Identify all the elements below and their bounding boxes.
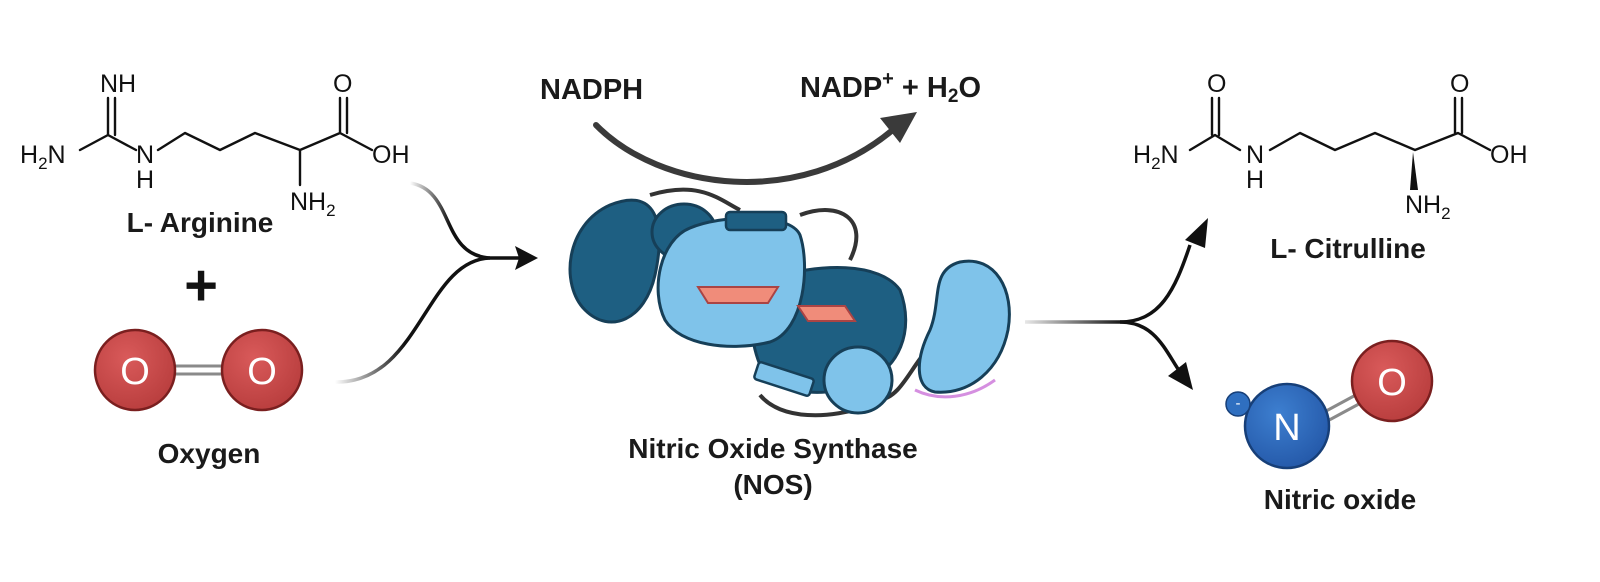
no-arrowhead <box>1168 362 1193 390</box>
oxygen-atom-2-label: O <box>247 351 277 393</box>
nadph-label: NADPH <box>540 74 643 106</box>
oxygen-molecule: O O <box>93 328 304 412</box>
nitric-oxide-label: Nitric oxide <box>1264 484 1416 515</box>
oxygen-input-arrow <box>334 256 491 384</box>
nos-heme-plate-2 <box>796 305 857 322</box>
citrulline-amine-h: H <box>1246 166 1264 194</box>
citrulline-urea-o: O <box>1207 70 1226 98</box>
citrulline-arrowhead <box>1185 218 1208 248</box>
arginine-structure: NH H2N N H NH2 O OH <box>20 70 410 220</box>
no-output-arrow <box>1119 320 1182 373</box>
oxygen-atom-1-label: O <box>120 351 150 393</box>
nos-light-domain-small <box>822 345 894 415</box>
no-charge-badge <box>1225 391 1251 417</box>
nos-linker-strands <box>649 187 961 418</box>
arginine-h2n: H2N <box>20 141 66 173</box>
nos-dark-domain-left <box>568 198 661 324</box>
nos-name-line2: (NOS) <box>733 469 812 500</box>
arginine-amine-h: H <box>136 166 154 194</box>
input-arrowhead <box>515 246 538 270</box>
nadp-label: NADP+ + H2O <box>800 68 981 107</box>
citrulline-nh2: NH2 <box>1405 191 1451 223</box>
citrulline-wedge-bond <box>1410 152 1418 190</box>
arginine-carbonyl-o: O <box>333 70 352 98</box>
plus-sign: + <box>184 253 218 318</box>
oxygen-atom-1 <box>93 328 177 412</box>
nos-name-line1: Nitric Oxide Synthase <box>628 433 917 464</box>
citrulline-bonds <box>1188 96 1492 152</box>
arginine-nh2: NH2 <box>290 188 336 220</box>
nos-tail-accent <box>914 378 996 399</box>
nitric-oxide-molecule: - O N <box>1225 339 1434 470</box>
arginine-label: L- Arginine <box>127 207 274 238</box>
nos-heme-plate-1 <box>696 286 780 304</box>
citrulline-h2n: H2N <box>1133 141 1179 173</box>
oxygen-label: Oxygen <box>158 438 261 469</box>
nos-light-rod <box>753 361 815 397</box>
citrulline-oh: OH <box>1490 141 1528 169</box>
no-nitrogen-label: N <box>1273 407 1300 449</box>
arginine-amine-n: N <box>136 141 154 169</box>
no-oxygen-atom <box>1350 339 1434 423</box>
arginine-input-arrow <box>409 181 525 260</box>
citrulline-structure: O O H2N N H NH2 OH <box>1133 70 1528 223</box>
nos-dark-cap <box>724 210 788 232</box>
nos-light-domain-center <box>656 216 806 348</box>
citrulline-amine-n: N <box>1246 141 1264 169</box>
cofactor-curved-arrow <box>593 122 898 185</box>
oxygen-atom-2 <box>220 328 304 412</box>
no-charge-label: - <box>1236 395 1241 412</box>
nos-enzyme-illustration <box>568 187 1011 418</box>
no-oxygen-label: O <box>1377 362 1407 404</box>
cofactor-arrowhead <box>880 112 917 143</box>
no-nitrogen-atom <box>1243 382 1331 470</box>
citrulline-output-arrow <box>1025 244 1192 324</box>
arginine-bonds <box>78 96 374 187</box>
citrulline-label: L- Citrulline <box>1270 233 1426 264</box>
arginine-imine-nh: NH <box>100 70 136 98</box>
citrulline-carbonyl-o: O <box>1450 70 1469 98</box>
arginine-oh: OH <box>372 141 410 169</box>
nos-light-domain-right <box>917 259 1011 394</box>
